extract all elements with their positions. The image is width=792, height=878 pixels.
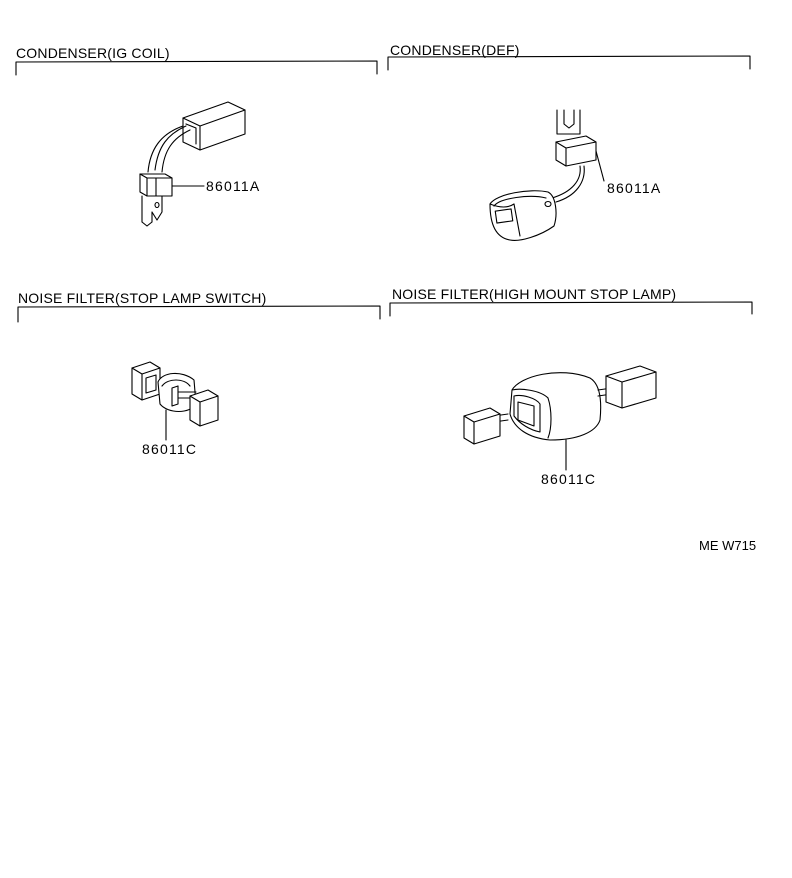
section-title-condenser-ig-coil: CONDENSER(IG COIL) <box>16 45 170 61</box>
part-number-condenser-def: 86011A <box>607 180 662 196</box>
figure-code: ME W715 <box>699 538 757 553</box>
part-number-noise-filter-stop-lamp-switch: 86011C <box>142 441 198 457</box>
part-number-condenser-ig-coil: 86011A <box>206 178 261 194</box>
section-title-condenser-def: CONDENSER(DEF) <box>390 42 520 58</box>
section-title-noise-filter-stop-lamp-switch: NOISE FILTER(STOP LAMP SWITCH) <box>18 290 267 306</box>
part-number-noise-filter-high-mount-stop-lamp: 86011C <box>541 471 597 487</box>
section-title-noise-filter-high-mount-stop-lamp: NOISE FILTER(HIGH MOUNT STOP LAMP) <box>392 286 677 302</box>
